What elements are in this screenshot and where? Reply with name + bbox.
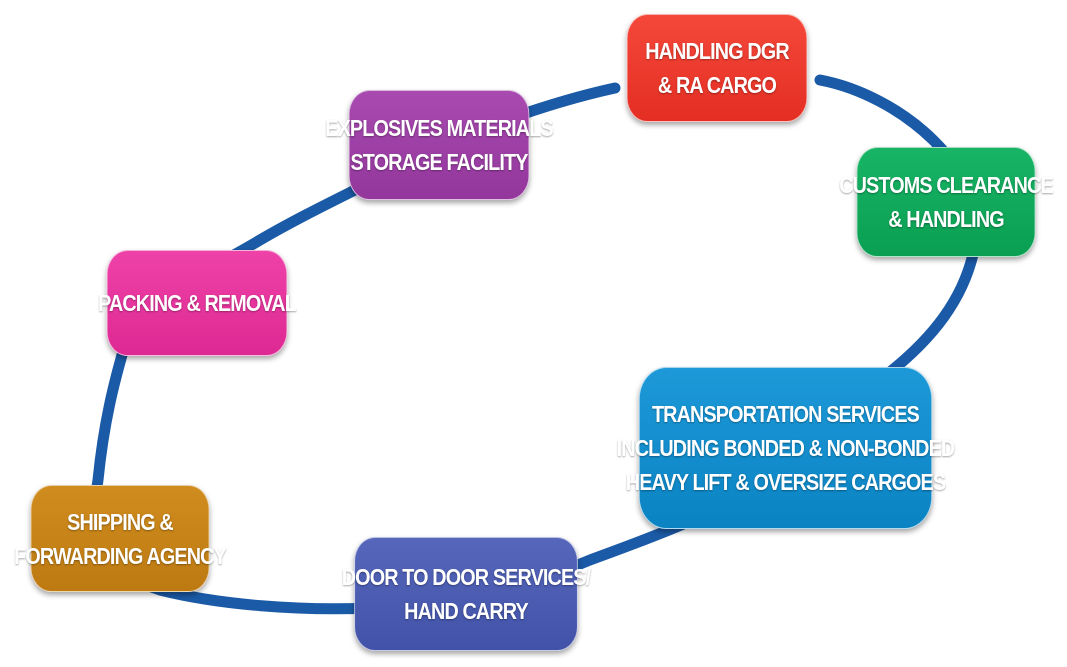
node-explosives-storage: EXPLOSIVES MATERIALS STORAGE FACILITY bbox=[325, 90, 554, 200]
node-explosives-storage-line-1: EXPLOSIVES MATERIALS bbox=[325, 115, 553, 141]
node-door-to-door-line-2: HAND CARRY bbox=[404, 598, 528, 624]
node-customs-clearance-line-2: & HANDLING bbox=[888, 206, 1004, 232]
node-door-to-door: DOOR TO DOOR SERVICES/ HAND CARRY bbox=[342, 537, 591, 651]
node-customs-clearance: CUSTOMS CLEARANCE & HANDLING bbox=[839, 147, 1054, 257]
node-handling-dgr: HANDLING DGR & RA CARGO bbox=[626, 14, 808, 122]
node-transportation-services-line-2: INCLUDING BONDED & NON-BONDED bbox=[616, 435, 956, 461]
cycle-ring-path bbox=[90, 74, 983, 615]
node-transportation-services: TRANSPORTATION SERVICES INCLUDING BONDED… bbox=[617, 367, 955, 529]
node-packing-removal: PACKING & REMOVAL bbox=[98, 250, 297, 356]
node-explosives-storage-line-2: STORAGE FACILITY bbox=[350, 149, 528, 175]
node-door-to-door-line-1: DOOR TO DOOR SERVICES/ bbox=[341, 564, 591, 590]
node-shipping-forwarding: SHIPPING & FORWARDING AGENCY bbox=[14, 485, 227, 592]
node-handling-dgr-line-1: HANDLING DGR bbox=[645, 38, 789, 64]
node-customs-clearance-line-1: CUSTOMS CLEARANCE bbox=[839, 172, 1053, 198]
node-transportation-services-line-1: TRANSPORTATION SERVICES bbox=[651, 401, 920, 427]
node-handling-dgr-line-2: & RA CARGO bbox=[657, 72, 777, 98]
node-shipping-forwarding-line-1: SHIPPING & bbox=[67, 508, 174, 535]
node-shipping-forwarding-line-2: FORWARDING AGENCY bbox=[14, 542, 227, 569]
node-transportation-services-line-3: HEAVY LIFT & OVERSIZE CARGOES bbox=[625, 469, 946, 495]
node-packing-removal-line-1: PACKING & REMOVAL bbox=[98, 290, 297, 316]
